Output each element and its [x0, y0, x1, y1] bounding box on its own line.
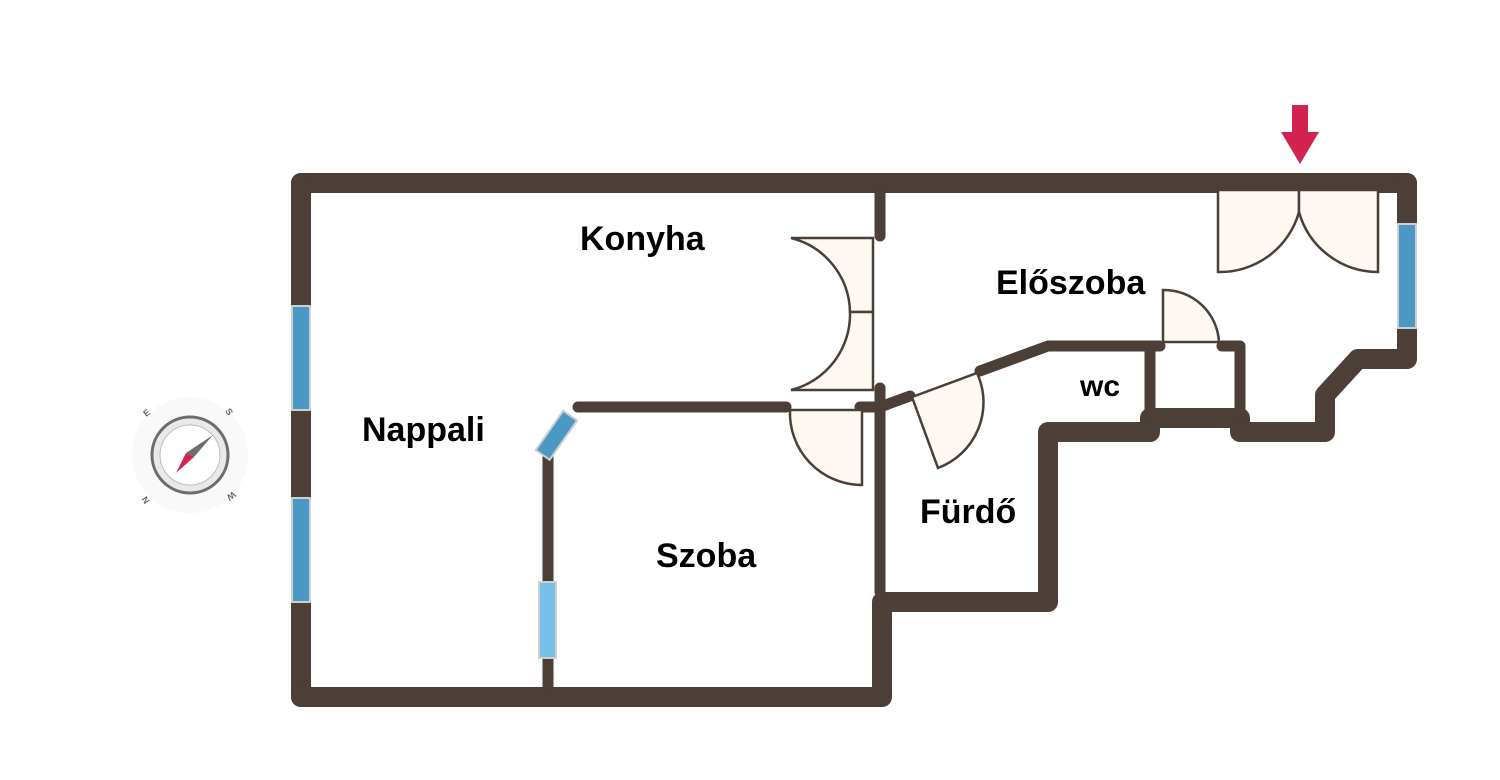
room-label-eloszoba: Előszoba — [996, 264, 1146, 302]
doors — [788, 188, 1380, 487]
wall-diagonal — [874, 390, 916, 413]
window-room-left — [538, 581, 557, 659]
compass-icon: E S N W — [132, 397, 248, 513]
wall-diagonal-upper — [974, 340, 1166, 377]
door-kitchen-upper — [790, 236, 875, 314]
window-room-diagonal — [534, 409, 579, 462]
window-eloszoba — [1397, 223, 1417, 329]
compass-n: N — [140, 495, 152, 506]
door-entrance-right — [1297, 188, 1380, 274]
compass-e: E — [141, 407, 152, 419]
room-label-furdo: Fürdő — [920, 493, 1016, 531]
entrance-arrow-icon — [1281, 105, 1319, 164]
compass-s: S — [223, 406, 235, 417]
room-label-konyha: Konyha — [580, 220, 706, 258]
door-entrance-left — [1216, 188, 1301, 274]
door-furdo — [910, 371, 985, 470]
door-szoba — [788, 408, 864, 487]
wall-bottom — [291, 320, 1417, 707]
window-nappali-bottom — [291, 497, 311, 603]
room-label-wc: wc — [1079, 370, 1120, 403]
door-kitchen-lower — [790, 310, 875, 392]
windows — [291, 223, 1417, 659]
walls — [291, 173, 1417, 707]
room-label-szoba: Szoba — [656, 537, 757, 575]
room-label-nappali: Nappali — [362, 411, 485, 449]
wall-wc-right-top — [1216, 340, 1246, 424]
door-wc — [1161, 288, 1221, 344]
window-nappali-top — [291, 305, 311, 411]
